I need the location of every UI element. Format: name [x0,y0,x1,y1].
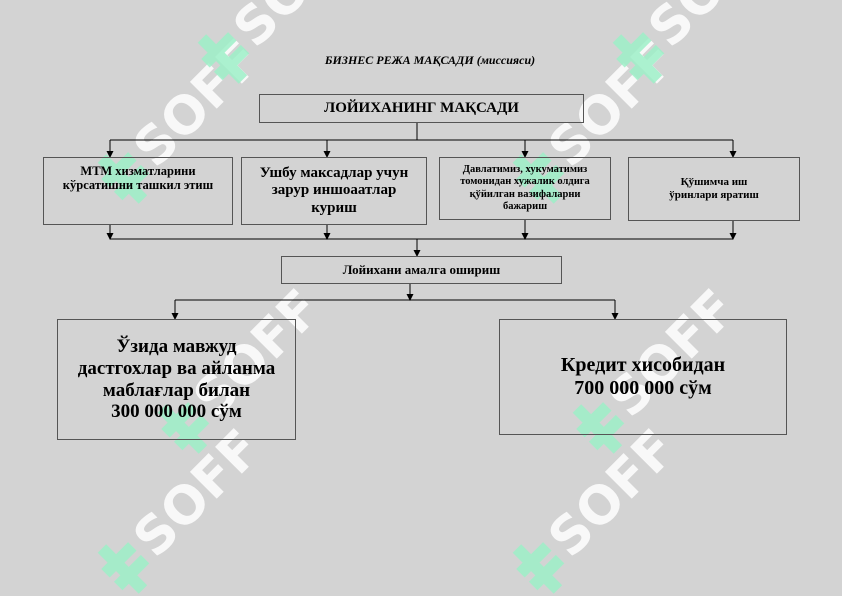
goal-box-4: Қўшимча иш ўринлари яратиш [628,157,800,221]
goal-box-1: МТМ хизматларини кўрсатишни ташкил этиш [43,157,233,225]
goal-box-2: Ушбу максадлар учун зарур иншоаатлар кур… [241,157,427,225]
own-funds-box: Ўзида мавжуд дастгохлар ва айланма мабла… [57,319,296,440]
page-title: БИЗНЕС РЕЖА МАҚСАДИ (миссияси) [324,53,536,67]
goal-box-3: Давлатимиз, хукуматимиз томонидан хужали… [439,157,611,220]
implementation-box: Лойихани амалга ошириш [281,256,562,284]
project-goal-box: ЛОЙИХАНИНГ МАҚСАДИ [259,94,584,123]
credit-funds-box: Кредит хисобидан 700 000 000 сўм [499,319,787,435]
